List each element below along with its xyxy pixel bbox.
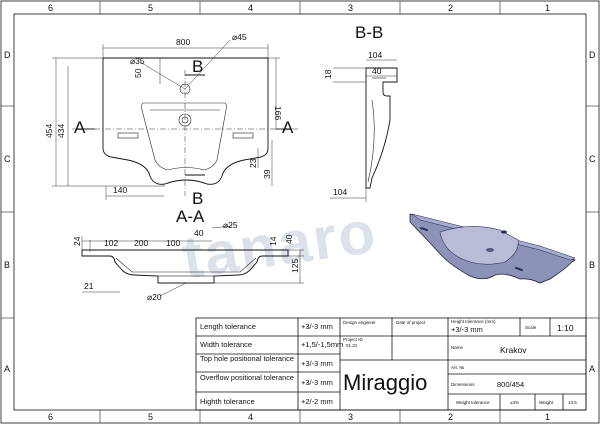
tb-length-value: +3/-3 mm	[301, 322, 333, 331]
zone-top-4: 4	[248, 3, 253, 13]
dim-39: 39	[262, 169, 272, 179]
isometric-view	[409, 213, 576, 284]
aa-dim-20: ⌀20	[147, 292, 162, 302]
tb-project-id-value: 01.31	[346, 343, 358, 348]
tb-weight-value: 13.5	[568, 400, 577, 405]
zone-left-a: A	[4, 364, 10, 374]
tb-overflow-value: +3/-3 mm	[301, 378, 333, 387]
tb-height-label: Highth tolerance	[200, 397, 255, 406]
aa-dim-200: 200	[134, 238, 148, 248]
tb-scale-value: 1:10	[557, 323, 574, 333]
zone-top-5: 5	[148, 3, 153, 13]
aa-dim-40: 40	[194, 228, 204, 238]
zone-bottom-4: 4	[248, 412, 253, 422]
tb-design-engineer: Design engineer	[343, 320, 376, 325]
zone-bottom-5: 5	[148, 412, 153, 422]
tb-name-value: Krakov	[500, 345, 527, 355]
top-view	[52, 39, 300, 200]
tb-tophole-value: +3/-3 mm	[301, 359, 333, 368]
aa-dim-125: 125	[290, 259, 300, 273]
watermark: tanaro	[178, 198, 381, 292]
bb-section-view	[330, 59, 398, 202]
dim-434: 434	[56, 124, 66, 138]
zone-right-c: C	[589, 154, 596, 164]
aa-dim-14: 14	[268, 236, 278, 246]
brand-logo: Miraggio	[343, 370, 427, 395]
tb-name-label: Name	[451, 345, 464, 350]
tb-weight-tolerance-label: Weight tolerance	[456, 400, 490, 405]
aa-dim-21: 21	[84, 281, 94, 291]
zone-top-3: 3	[348, 3, 353, 13]
zone-right-d: D	[589, 50, 596, 60]
zone-left-c: C	[4, 154, 11, 164]
tb-height-tolerance-label: Height tolerance (mm)	[451, 319, 496, 324]
dim-50: 50	[133, 68, 143, 78]
section-b-bottom: B	[192, 189, 203, 208]
tb-art-label: Art. №	[451, 365, 464, 370]
tb-weight-tolerance-value: ±3%	[510, 400, 519, 405]
zone-top-6: 6	[48, 3, 53, 13]
tb-length-label: Length tolerance	[200, 322, 256, 331]
dim-width-800: 800	[176, 37, 190, 47]
bb-dim-40: 40	[372, 66, 382, 76]
dim-hole-35: ⌀35	[130, 56, 145, 66]
tb-height-tolerance-value: +3/-3 mm	[451, 325, 483, 334]
aa-dim-24: 24	[72, 236, 82, 246]
aa-section-view	[81, 225, 304, 297]
zone-bottom-1: 1	[545, 412, 550, 422]
zone-bottom-2: 2	[448, 412, 453, 422]
zone-top-1: 1	[545, 3, 550, 13]
tb-tophole-label: Top hole positional tolerance	[200, 354, 294, 363]
title-block	[195, 317, 587, 411]
dim-166: 166	[273, 106, 283, 120]
tb-dimensions-label: Dimensions	[451, 382, 475, 387]
zone-left-d: D	[4, 50, 11, 60]
tb-width-label: Width tolerance	[200, 340, 252, 349]
zone-bottom-6: 6	[48, 412, 53, 422]
zone-top-2: 2	[448, 3, 453, 13]
aa-dim-102: 102	[104, 238, 118, 248]
aa-dim-100: 100	[166, 238, 180, 248]
zone-right-a: A	[589, 364, 595, 374]
zone-right-b: B	[589, 260, 595, 270]
tb-height-value: +2/-2 mm	[301, 397, 333, 406]
tb-date-of-project: Date of project	[396, 320, 426, 325]
section-a-right: A	[282, 118, 294, 137]
section-b-top: B	[192, 57, 203, 76]
section-a-left: A	[74, 118, 86, 137]
zone-left-b: B	[4, 260, 10, 270]
bb-dim-104b: 104	[333, 187, 347, 197]
dim-140: 140	[113, 185, 127, 195]
aa-dim-40b: 40	[284, 234, 294, 244]
dim-454: 454	[44, 124, 54, 138]
dim-hole-45: ⌀45	[232, 32, 247, 42]
tb-project-id: Project ID	[343, 337, 364, 342]
tb-width-value: +1,5/-1,5mm	[301, 340, 343, 349]
aa-dim-25: ⌀25	[223, 220, 238, 230]
tb-overflow-label: Overflow positional tolerance	[200, 373, 294, 382]
tb-dimensions-value: 800/454	[497, 380, 524, 389]
zone-bottom-3: 3	[348, 412, 353, 422]
aa-title: A-A	[176, 207, 205, 226]
tb-scale-label: Scale	[525, 325, 537, 330]
tb-weight-label: Weight	[539, 400, 554, 405]
bb-title: B-B	[355, 23, 383, 42]
bb-dim-104: 104	[368, 50, 382, 60]
bb-dim-18: 18	[323, 69, 333, 79]
dim-23: 23	[248, 158, 258, 168]
